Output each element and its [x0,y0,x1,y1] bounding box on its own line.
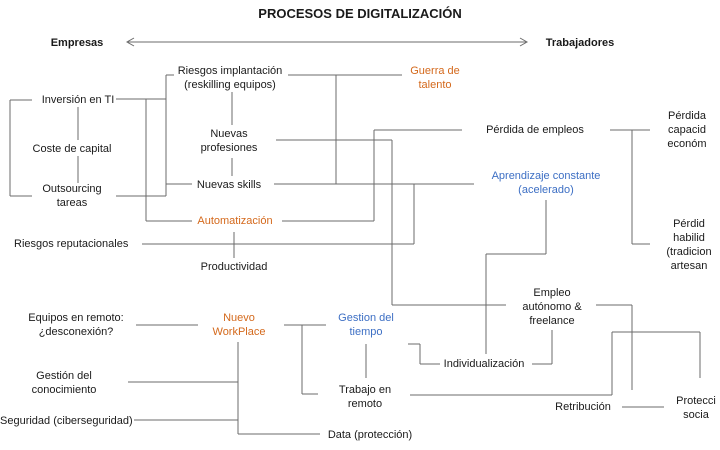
node-data-proteccion: Data (protección) [327,429,413,441]
node-riesgos-implantacion: Riesgos implantación(reskilling equipos) [177,65,283,91]
node-equipos-remoto: Equipos en remoto:¿desconexión? [28,312,124,338]
node-individualizacion: Individualización [443,358,525,370]
node-riesgos-reputacionales: Riesgos reputacionales [14,238,129,250]
axis-label-trabajadores: Trabajadores [545,37,615,49]
diagram-title: PROCESOS DE DIGITALIZACIÓN [258,6,462,21]
header-arrow-left-head [125,37,135,47]
header-arrow-right-head [519,37,529,47]
node-inversion-ti: Inversión en TI [41,94,115,106]
node-productividad: Productividad [200,261,268,273]
node-aprendizaje-constante: Aprendizaje constante(acelerado) [491,170,601,196]
node-retribucion: Retribución [555,401,611,413]
node-nuevas-skills: Nuevas skills [196,179,262,191]
axis-label-empresas: Empresas [50,37,104,49]
node-perdida-empleos: Pérdida de empleos [486,124,584,136]
node-automatizacion: Automatización [197,215,273,227]
node-seguridad: Seguridad (ciberseguridad) [0,415,133,427]
node-coste-capital: Coste de capital [32,143,112,155]
